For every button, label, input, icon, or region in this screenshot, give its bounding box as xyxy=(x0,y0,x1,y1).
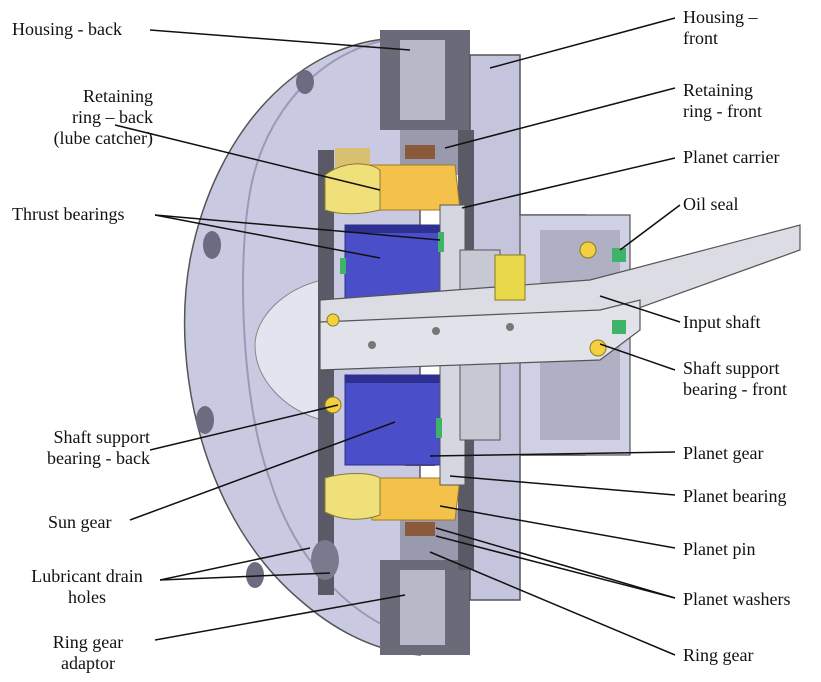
oil-seal-top xyxy=(612,248,626,262)
leader-drain-1 xyxy=(159,547,311,581)
label-retaining-ring-front: Retaining ring - front xyxy=(683,80,762,121)
leader-housing-front xyxy=(489,17,676,69)
sun-gear-teeth-bottom xyxy=(345,375,440,383)
leader-planet-bearing xyxy=(449,475,676,496)
label-planet-washers: Planet washers xyxy=(683,589,791,609)
shaft-bearing-back-top xyxy=(326,313,340,327)
label-retaining-ring-back: Retaining ring – back (lube catcher) xyxy=(53,86,153,148)
label-ring-gear-adaptor: Ring gear adaptor xyxy=(52,632,124,673)
shaft-hole xyxy=(368,341,376,349)
shaft-bearing-front-top xyxy=(579,241,597,259)
leader-housing-back xyxy=(149,29,411,51)
shaft-hole xyxy=(432,327,440,335)
leader-lines xyxy=(114,17,681,656)
housing-top-cut xyxy=(400,40,445,120)
leader-planet-washers-1 xyxy=(435,527,676,599)
leader-planet-carrier xyxy=(461,157,676,209)
washer-bottom-2 xyxy=(405,522,435,536)
label-planet-gear: Planet gear xyxy=(683,443,764,463)
label-thrust-bearings: Thrust bearings xyxy=(12,204,125,224)
leader-oil-seal xyxy=(619,204,681,251)
bearing-race-bottom xyxy=(324,473,381,520)
label-ring-gear: Ring gear xyxy=(683,645,754,665)
label-planet-carrier: Planet carrier xyxy=(683,147,780,167)
housing-wall-back xyxy=(318,150,334,595)
label-shaft-support-back: Shaft support bearing - back xyxy=(47,427,150,468)
thrust-washer-bottom xyxy=(436,418,442,438)
back-housing-recess xyxy=(254,279,323,421)
label-lubricant-drain-holes: Lubricant drain holes xyxy=(31,566,143,607)
leader-thrust-bearings-1 xyxy=(154,214,441,241)
leader-ring-gear-adaptor xyxy=(154,594,406,641)
bearing-race-top xyxy=(324,163,381,215)
washer-top xyxy=(405,145,435,159)
leader-planet-washers-2 xyxy=(435,535,676,599)
bolt-hole xyxy=(296,70,314,94)
leader-shaft-support-front xyxy=(599,343,676,371)
leader-planet-gear xyxy=(429,451,676,457)
bolt-hole xyxy=(246,562,264,588)
bushing xyxy=(494,254,526,301)
thrust-washer-back xyxy=(340,258,346,274)
leader-input-shaft xyxy=(599,295,681,323)
input-shaft-body xyxy=(319,299,641,371)
leader-thrust-bearings-2 xyxy=(154,214,381,259)
leader-ring-gear xyxy=(429,551,676,656)
thrust-washer-top xyxy=(438,232,444,252)
oil-seal-bottom xyxy=(612,320,626,334)
leader-sun-gear xyxy=(129,421,396,521)
shaft-hole xyxy=(506,323,514,331)
label-housing-back: Housing - back xyxy=(12,19,122,39)
label-housing-front: Housing – front xyxy=(683,7,758,48)
label-sun-gear: Sun gear xyxy=(48,512,112,532)
label-input-shaft: Input shaft xyxy=(683,312,761,332)
label-shaft-support-front: Shaft support bearing - front xyxy=(683,358,787,399)
sun-gear-bottom xyxy=(344,374,441,466)
bolt-hole xyxy=(196,406,214,434)
drain-hole xyxy=(311,540,339,580)
label-planet-pin: Planet pin xyxy=(683,539,756,559)
label-planet-bearing: Planet bearing xyxy=(683,486,787,506)
housing-bottom-cut xyxy=(400,570,445,645)
leader-retaining-ring-back xyxy=(114,124,381,191)
bolt-hole xyxy=(203,231,221,259)
leader-drain-2 xyxy=(159,572,331,581)
shaft-bearing-front-bottom xyxy=(589,339,607,357)
leader-shaft-support-back xyxy=(149,404,339,451)
leader-planet-pin xyxy=(439,505,676,549)
shaft-bearing-back-bottom xyxy=(324,396,342,414)
label-oil-seal: Oil seal xyxy=(683,194,739,214)
sun-gear-teeth-top xyxy=(345,225,440,233)
leader-retaining-ring-front xyxy=(444,87,676,149)
